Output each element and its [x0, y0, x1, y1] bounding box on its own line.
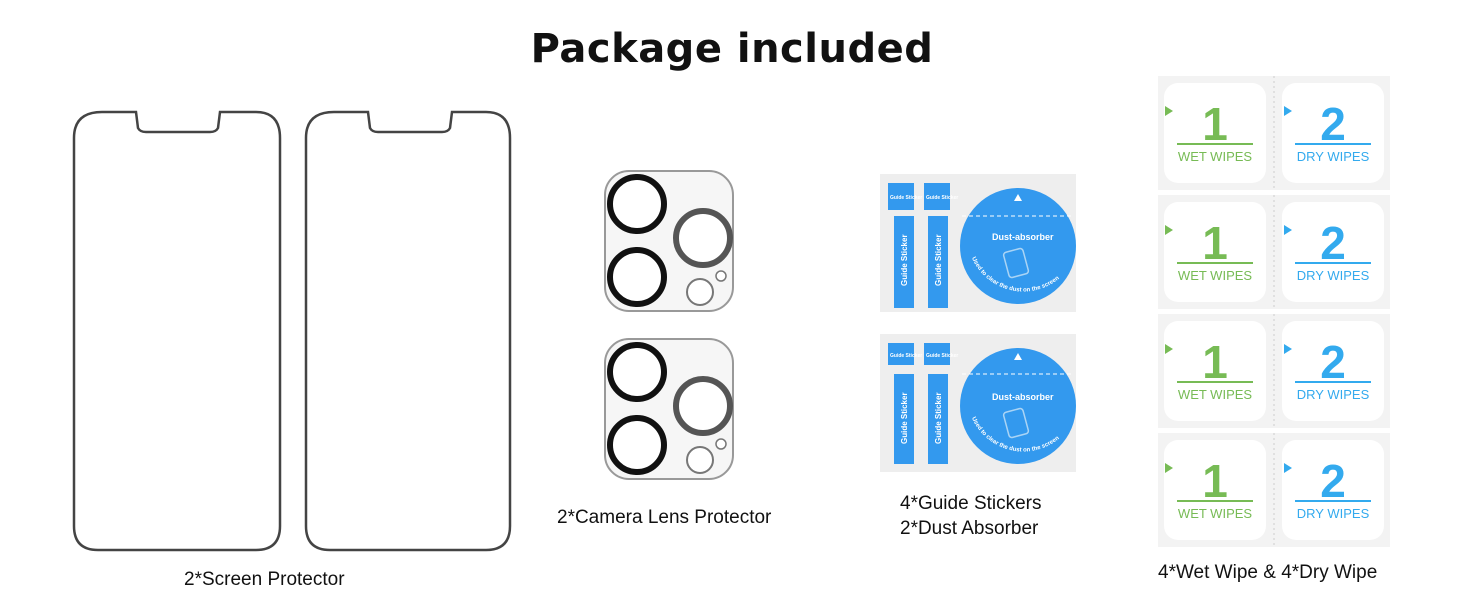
screen-protector-illustration	[72, 110, 512, 552]
wet-wipe-number: 1	[1202, 98, 1228, 150]
screen-protector-2	[304, 110, 512, 552]
camera-lens-group	[600, 168, 740, 488]
guide-caption-line1: 4*Guide Stickers	[900, 493, 1042, 514]
wet-wipe-number: 1	[1202, 336, 1228, 388]
guide-sticker-tab-label: Guide Sticker	[890, 195, 922, 201]
wet-wipe-label: WET WIPES	[1178, 149, 1252, 164]
guide-sticker-label: Guide Sticker	[934, 234, 943, 286]
wet-wipe-number: 1	[1202, 455, 1228, 507]
screen-protector-1	[72, 110, 282, 552]
wet-wipe-label: WET WIPES	[1178, 506, 1252, 521]
wipe-pair-1: 1 WET WIPES 2 DRY WIPES	[1158, 76, 1390, 190]
wet-wipe-label: WET WIPES	[1178, 387, 1252, 402]
guide-sticker-illustration: Guide Sticker Guide Sticker Guide Sticke…	[880, 174, 1076, 472]
camera-lens-protector-1	[604, 170, 734, 312]
guide-sticker-tab-label: Guide Sticker	[926, 353, 958, 359]
wipes-illustration: 1 WET WIPES 2 DRY WIPES 1 WET WIPES 2 DR…	[1158, 76, 1390, 547]
camera-lens-protector-2	[604, 338, 734, 480]
screen-protector-caption: 2*Screen Protector	[184, 569, 345, 590]
dry-wipe-label: DRY WIPES	[1297, 506, 1370, 521]
dry-wipe-number: 2	[1320, 455, 1346, 507]
dust-absorber-label: Dust-absorber	[992, 232, 1054, 242]
dry-wipe-label: DRY WIPES	[1297, 149, 1370, 164]
wipes-group: 1 WET WIPES 2 DRY WIPES 1 WET WIPES 2 DR…	[1156, 76, 1394, 552]
camera-lens-illustration	[604, 170, 734, 480]
wipe-pair-4: 1 WET WIPES 2 DRY WIPES	[1158, 433, 1390, 547]
wipes-caption: 4*Wet Wipe & 4*Dry Wipe	[1158, 562, 1378, 583]
camera-lens-caption: 2*Camera Lens Protector	[557, 507, 772, 528]
wipe-pair-2: 1 WET WIPES 2 DRY WIPES	[1158, 195, 1390, 309]
page-title: Package included	[530, 26, 934, 72]
screen-protector-group	[60, 100, 530, 560]
wipe-pair-3: 1 WET WIPES 2 DRY WIPES	[1158, 314, 1390, 428]
wet-wipe-number: 1	[1202, 217, 1228, 269]
guide-sticker-label: Guide Sticker	[934, 392, 943, 444]
guide-sticker-label: Guide Sticker	[900, 234, 909, 286]
dry-wipe-label: DRY WIPES	[1297, 268, 1370, 283]
guide-caption-line2: 2*Dust Absorber	[900, 518, 1039, 539]
dry-wipe-label: DRY WIPES	[1297, 387, 1370, 402]
wet-wipe-label: WET WIPES	[1178, 268, 1252, 283]
guide-sticker-group: Guide Sticker Guide Sticker Guide Sticke…	[880, 174, 1080, 474]
guide-sticker-tab-label: Guide Sticker	[890, 353, 922, 359]
guide-sticker-sheet-1: Guide Sticker Guide Sticker Guide Sticke…	[880, 174, 1076, 312]
guide-sticker-label: Guide Sticker	[900, 392, 909, 444]
guide-sticker-tab-label: Guide Sticker	[926, 195, 958, 201]
dry-wipe-number: 2	[1320, 336, 1346, 388]
dry-wipe-number: 2	[1320, 217, 1346, 269]
guide-sticker-sheet-2: Guide Sticker Guide Sticker Guide Sticke…	[880, 334, 1076, 472]
dry-wipe-number: 2	[1320, 98, 1346, 150]
dust-absorber-label: Dust-absorber	[992, 392, 1054, 402]
